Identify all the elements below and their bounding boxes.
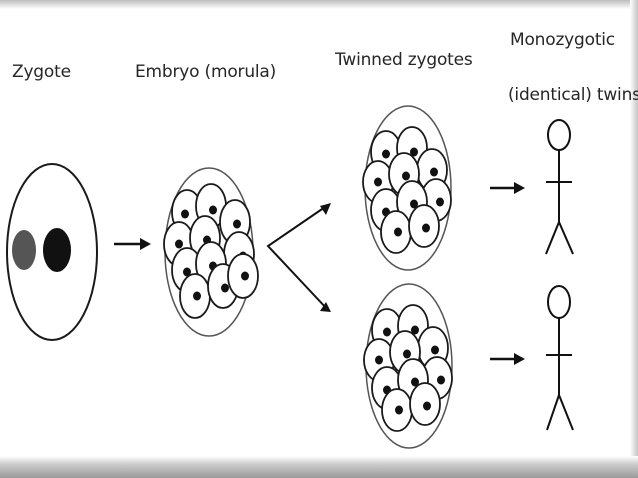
twinned-zygote-top xyxy=(362,105,452,271)
cell-nucleus xyxy=(374,177,382,187)
cell-nucleus xyxy=(209,205,217,215)
embryo-label: Embryo (morula) xyxy=(135,62,277,82)
twin-figure-bottom xyxy=(546,285,574,431)
cell-nucleus xyxy=(233,219,241,229)
arrow-to-twin-top xyxy=(490,182,525,194)
right-shadow xyxy=(630,0,638,478)
split-arrows xyxy=(266,203,331,312)
twinned-zygote-bottom xyxy=(363,283,453,449)
cell-nucleus xyxy=(181,209,189,219)
cell-nucleus xyxy=(436,197,444,207)
cell-nucleus xyxy=(395,405,403,415)
pronucleus-left xyxy=(12,230,36,270)
cell-nucleus xyxy=(431,345,439,355)
cell-nucleus xyxy=(221,283,229,293)
cell-nucleus xyxy=(402,171,410,181)
cell-nucleus xyxy=(383,327,391,337)
top-shadow xyxy=(0,0,638,9)
cell-nucleus xyxy=(422,223,430,233)
arrow-to-twin-bottom xyxy=(490,353,525,365)
zygote xyxy=(6,163,98,341)
cell-nucleus xyxy=(423,401,431,411)
cell-nucleus xyxy=(382,149,390,159)
pronucleus-right xyxy=(43,228,71,272)
bottom-shadow xyxy=(0,456,638,478)
arrow-zygote-to-embryo xyxy=(114,238,151,250)
identical-twins-label: (identical) twins xyxy=(508,85,638,105)
cell-nucleus xyxy=(175,239,183,249)
embryo-morula xyxy=(163,167,259,337)
zygote-label: Zygote xyxy=(12,62,71,82)
cell-nucleus xyxy=(375,355,383,365)
cell-nucleus xyxy=(430,167,438,177)
cell-nucleus xyxy=(411,377,419,387)
cell-nucleus xyxy=(193,291,201,301)
cell-nucleus xyxy=(241,271,249,281)
cell-nucleus xyxy=(410,199,418,209)
cell-nucleus xyxy=(394,227,402,237)
monozygotic-label: Monozygotic xyxy=(510,30,615,50)
cell-nucleus xyxy=(437,375,445,385)
cell-nucleus xyxy=(411,325,419,335)
cell-nucleus xyxy=(410,147,418,157)
cell-nucleus xyxy=(183,267,191,277)
twin-figure-top xyxy=(545,119,574,255)
twinned-zygotes-label: Twinned zygotes xyxy=(335,50,473,70)
cell-nucleus xyxy=(403,349,411,359)
